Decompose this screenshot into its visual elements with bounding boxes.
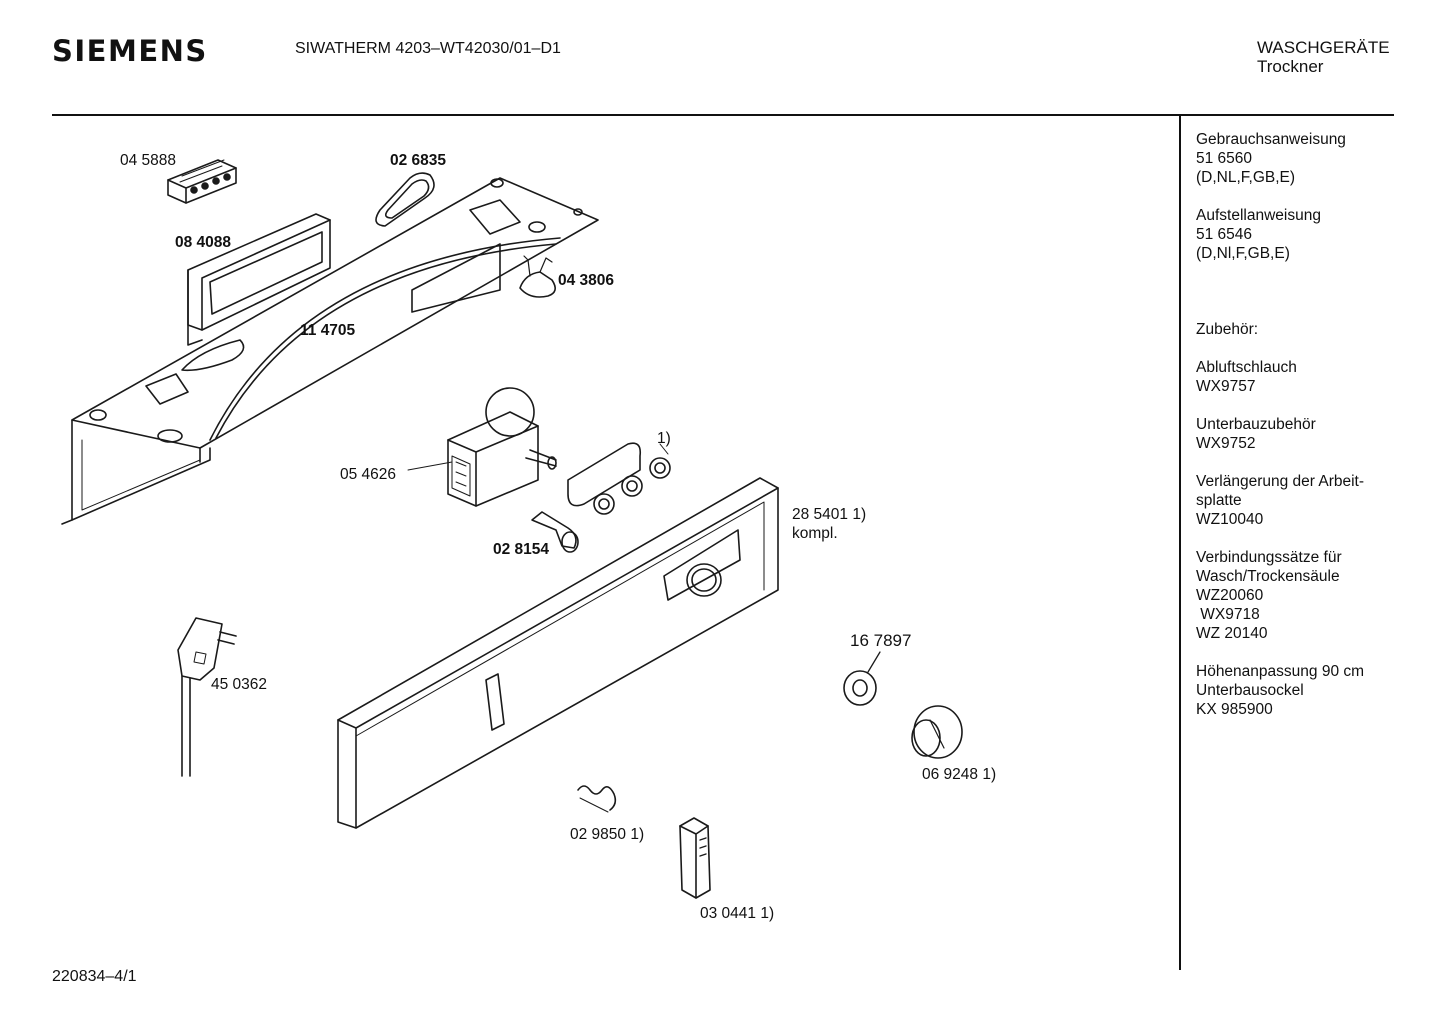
part-label-285401: 28 5401 1): [792, 506, 867, 523]
part-label-028154: 02 8154: [493, 541, 550, 558]
side-line: Zubehör:: [1196, 321, 1259, 338]
install-info: Aufstellanweisung 51 6546 (D,Nl,F,GB,E): [1196, 206, 1426, 263]
rotary-knob-drawing: [911, 705, 963, 759]
accessory-worktop-extension: Verlängerung der Arbeit- splatte WZ10040: [1196, 472, 1426, 529]
indicator-lamp-drawing: [531, 511, 579, 553]
side-divider: [1179, 116, 1181, 970]
side-line: Verlängerung der Arbeit-: [1196, 473, 1365, 490]
side-line: WX9718: [1196, 606, 1260, 623]
side-line: (D,NL,F,GB,E): [1196, 169, 1296, 186]
side-line: Unterbausockel: [1196, 682, 1304, 699]
side-panel: Gebrauchsanweisung 51 6560 (D,NL,F,GB,E)…: [1196, 130, 1426, 719]
exploded-parts-diagram: [61, 159, 963, 899]
timer-switch-drawing: [447, 387, 557, 507]
side-line: Aufstellanweisung: [1196, 207, 1321, 224]
side-line: WZ20060: [1196, 587, 1264, 604]
category-line-2: Trockner: [1257, 57, 1324, 76]
side-line: 51 6546: [1196, 226, 1253, 243]
category: WASCHGERÄTE Trockner: [1257, 38, 1390, 76]
part-label-285401-sub: kompl.: [792, 525, 838, 542]
part-label-450362: 45 0362: [211, 676, 268, 693]
side-line: Unterbauzubehör: [1196, 416, 1316, 433]
leader-lines: [407, 443, 669, 471]
model-title: SIWATHERM 4203–WT42030/01–D1: [295, 40, 561, 57]
side-line: (D,Nl,F,GB,E): [1196, 245, 1290, 262]
control-frame-drawing: [61, 177, 599, 525]
accessory-stacking-kits: Verbindungssätze für Wasch/Trockensäule …: [1196, 548, 1426, 643]
side-line: WX9757: [1196, 378, 1256, 395]
part-label-114705: 11 4705: [300, 322, 356, 339]
part-label-167897: 16 7897: [850, 631, 912, 650]
terminal-block-drawing: [167, 159, 237, 204]
side-line: Wasch/Trockensäule: [1196, 568, 1340, 585]
bracket-drawing: [187, 213, 331, 346]
side-line: Gebrauchsanweisung: [1196, 131, 1346, 148]
spring-drawing: [577, 785, 617, 813]
part-label-084088: 08 4088: [175, 234, 232, 251]
mains-plug-drawing: [177, 617, 237, 777]
side-line: WZ10040: [1196, 511, 1264, 528]
side-line: WZ 20140: [1196, 625, 1268, 642]
side-line: 51 6560: [1196, 150, 1253, 167]
brand-logo: SIEMENS: [52, 34, 208, 68]
category-line-1: WASCHGERÄTE: [1257, 38, 1390, 57]
accessories-heading: Zubehör:: [1196, 320, 1426, 339]
accessory-underbuild: Unterbauzubehör WX9752: [1196, 415, 1426, 453]
accessory-height-adjust: Höhenanpassung 90 cm Unterbausockel KX 9…: [1196, 662, 1426, 719]
part-note-1: 1): [657, 430, 671, 447]
side-line: Abluftschlauch: [1196, 359, 1297, 376]
part-label-029850: 02 9850 1): [570, 826, 645, 843]
part-label-026835: 02 6835: [390, 152, 447, 169]
manual-info: Gebrauchsanweisung 51 6560 (D,NL,F,GB,E): [1196, 130, 1426, 187]
bearing-ring-drawing: [843, 651, 881, 706]
side-line: splatte: [1196, 492, 1242, 509]
gear-knob-set-drawing: [567, 442, 671, 515]
fascia-panel-drawing: [337, 477, 779, 829]
part-label-030441: 03 0441 1): [700, 905, 775, 922]
seal-ring-drawing: [375, 172, 435, 227]
part-label-054626: 05 4626: [340, 466, 397, 483]
part-label-069248: 06 9248 1): [922, 766, 997, 783]
side-line: KX 985900: [1196, 701, 1273, 718]
side-line: WX9752: [1196, 435, 1256, 452]
capacitor-drawing: [519, 255, 556, 298]
header-divider: [52, 114, 1394, 116]
filter-insert-drawing: [679, 817, 711, 899]
document-number: 220834–4/1: [52, 968, 137, 985]
part-label-045888: 04 5888: [120, 152, 177, 169]
accessory-exhaust-hose: Abluftschlauch WX9757: [1196, 358, 1426, 396]
part-label-043806: 04 3806: [558, 272, 615, 289]
side-line: Höhenanpassung 90 cm: [1196, 663, 1365, 680]
side-line: Verbindungssätze für: [1196, 549, 1342, 566]
